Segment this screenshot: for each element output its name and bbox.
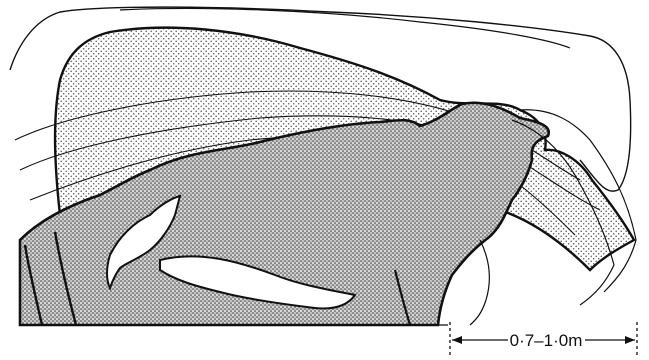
scale-bar-label: 0·7–1·0m	[510, 331, 583, 350]
scale-bar-right-arrowhead	[625, 336, 635, 344]
scale-bar: 0·7–1·0m	[450, 322, 637, 356]
scale-bar-left-arrowhead	[452, 336, 462, 344]
